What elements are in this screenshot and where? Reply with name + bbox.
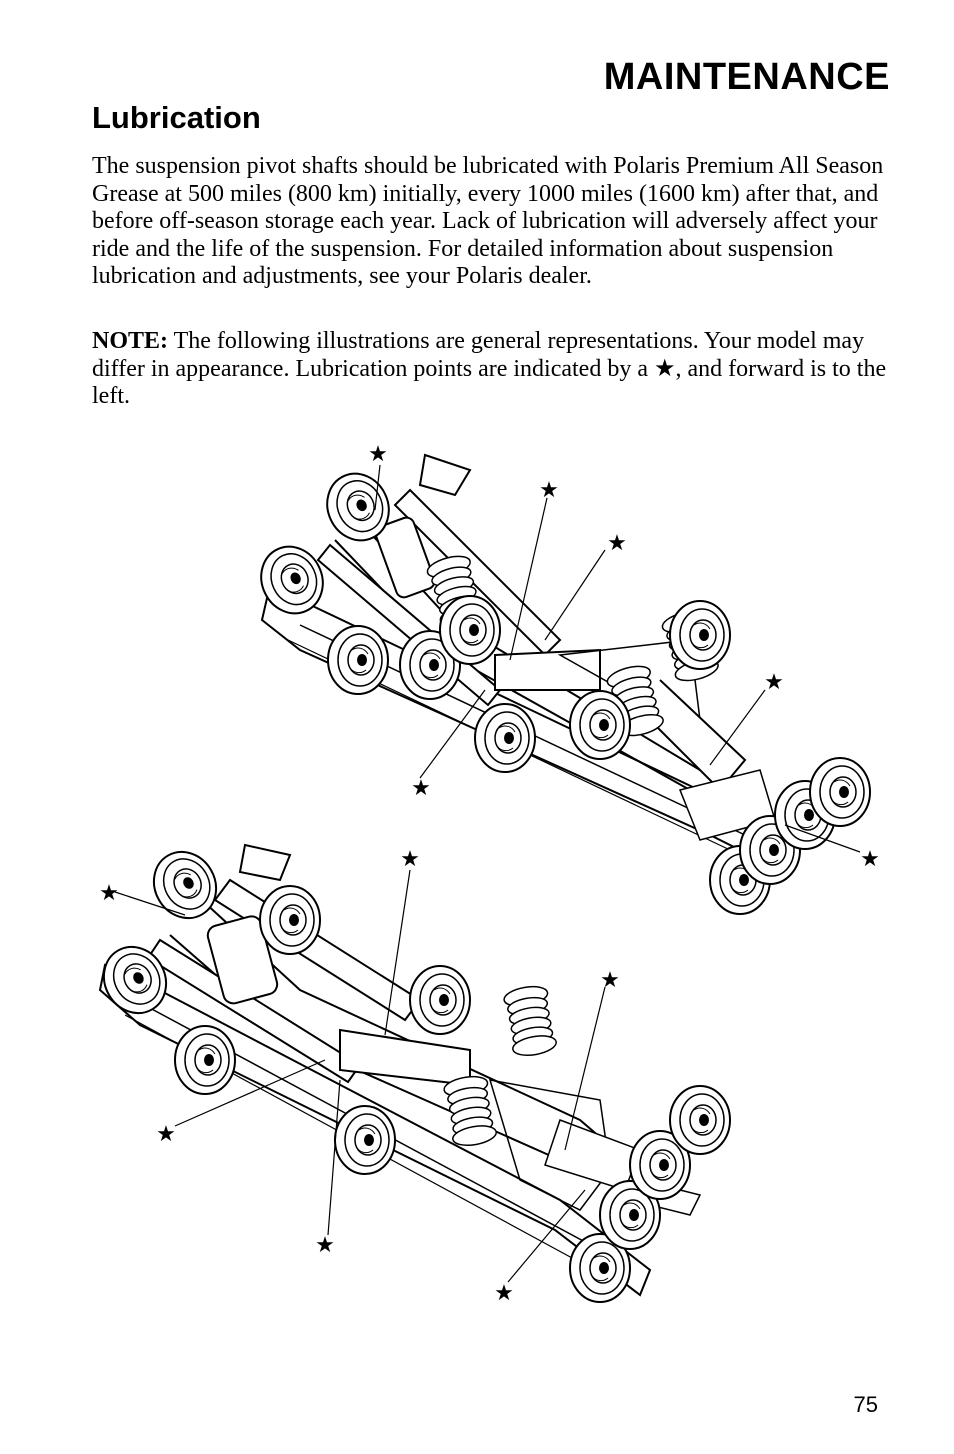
- note-text: The following illustrations are general …: [92, 328, 887, 409]
- upper-lubrication-stars: ★ ★ ★ ★ ★ ★: [368, 442, 880, 872]
- intro-paragraph: The suspension pivot shafts should be lu…: [92, 153, 884, 289]
- lower-lubrication-stars: ★ ★ ★ ★ ★ ★: [99, 847, 620, 1306]
- lube-point-star-icon: ★: [600, 968, 620, 993]
- lube-point-star-icon: ★: [368, 442, 388, 467]
- section-title: Lubrication: [92, 100, 261, 135]
- lube-point-star-icon: ★: [156, 1122, 176, 1147]
- lube-point-star-icon: ★: [400, 847, 420, 872]
- lower-suspension-drawing: [91, 839, 731, 1303]
- lower-leader-lines: [114, 869, 606, 1283]
- lube-point-star-icon: ★: [411, 776, 431, 801]
- lube-point-star-icon: ★: [539, 478, 559, 503]
- upper-suspension-drawing: [249, 453, 871, 915]
- lube-point-star-icon: ★: [494, 1281, 514, 1306]
- lube-point-star-icon: ★: [99, 881, 119, 906]
- lube-point-star-icon: ★: [764, 670, 784, 695]
- page-number: 75: [853, 1392, 878, 1417]
- lube-point-star-icon: ★: [315, 1233, 335, 1258]
- lube-point-star-icon: ★: [860, 847, 880, 872]
- lube-point-star-icon: ★: [607, 531, 627, 556]
- page-header-title: MAINTENANCE: [603, 56, 890, 98]
- note-label: NOTE:: [92, 328, 169, 354]
- note-paragraph: NOTE: The following illustrations are ge…: [92, 328, 892, 411]
- upper-leader-lines: [374, 464, 861, 853]
